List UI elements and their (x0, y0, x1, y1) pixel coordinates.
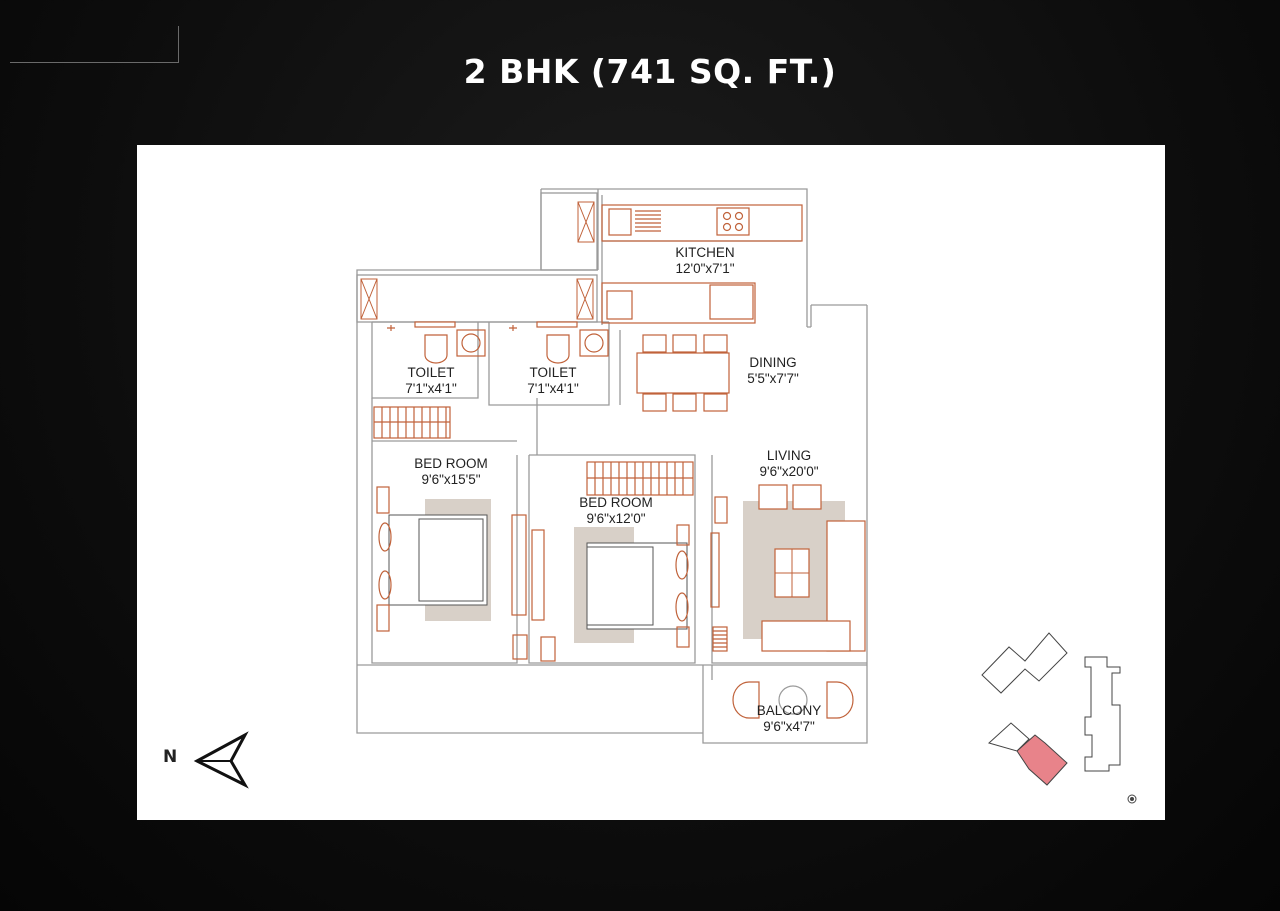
site-key-plan (981, 632, 1137, 804)
room-size: 12'0"x7'1" (675, 261, 735, 276)
site-key-highlight (1016, 734, 1068, 786)
room-name: LIVING (766, 448, 812, 463)
room-label-bedroom-1: BED ROOM 9'6"x15'5" (401, 456, 501, 488)
shaft-top (540, 192, 598, 271)
room-name: KITCHEN (675, 245, 735, 260)
room-label-dining: DINING 5'5"x7'7" (731, 355, 815, 387)
room-name: BED ROOM (414, 456, 488, 471)
living-furniture (710, 484, 866, 652)
room-label-balcony: BALCONY 9'6"x4'7" (741, 703, 837, 735)
room-name: BALCONY (756, 703, 822, 718)
room-label-toilet-2: TOILET 7'1"x4'1" (507, 365, 599, 397)
kitchen-sink (608, 208, 632, 236)
balcony-furniture (732, 681, 854, 719)
bedroom-2-furniture (531, 461, 694, 662)
room-label-living: LIVING 9'6"x20'0" (741, 448, 837, 480)
room-label-bedroom-2: BED ROOM 9'6"x12'0" (566, 495, 666, 527)
room-size: 7'1"x4'1" (527, 381, 579, 396)
room-name: TOILET (529, 365, 577, 380)
room-size: 9'6"x4'7" (763, 719, 815, 734)
shaft-hatch-top (577, 201, 595, 243)
room-name: TOILET (407, 365, 455, 380)
toilet-1-fixture (424, 334, 448, 364)
page-title: 2 BHK (741 SQ. FT.) (463, 52, 837, 91)
kitchen-hob (716, 207, 750, 236)
room-size: 9'6"x15'5" (421, 472, 481, 487)
living-walls (711, 455, 867, 664)
shaft-hatch-left (360, 278, 378, 320)
balcony-wall (702, 665, 868, 744)
room-size: 9'6"x20'0" (759, 464, 819, 479)
utility-wall (356, 665, 703, 734)
shaft-hatch-right (576, 278, 594, 320)
room-label-kitchen: KITCHEN 12'0"x7'1" (657, 245, 753, 277)
room-size: 7'1"x4'1" (405, 381, 457, 396)
bedroom1-walls (371, 398, 518, 664)
room-name: BED ROOM (579, 495, 653, 510)
floor-plan-panel: N KITCHEN 12'0"x7'1" DINING 5'5"x7'7" TO… (137, 145, 1165, 820)
kitchen-counter-top (601, 204, 803, 242)
fridge (709, 284, 754, 320)
compass-arrow (193, 731, 249, 789)
bedroom2-walls (528, 454, 696, 664)
kitchen-counter-bottom (601, 282, 756, 324)
room-size: 9'6"x12'0" (586, 511, 646, 526)
room-name: DINING (749, 355, 797, 370)
floor-plan-drawing (193, 188, 1137, 804)
room-label-toilet-1: TOILET 7'1"x4'1" (385, 365, 477, 397)
room-size: 5'5"x7'7" (747, 371, 799, 386)
dining-table (636, 352, 730, 394)
bedroom-1-furniture (373, 406, 528, 660)
corner-frame-decoration (10, 26, 179, 63)
toilet-2-fixture (546, 334, 570, 364)
oven (606, 290, 633, 320)
shaft-left (356, 274, 598, 323)
compass-label: N (163, 747, 178, 767)
